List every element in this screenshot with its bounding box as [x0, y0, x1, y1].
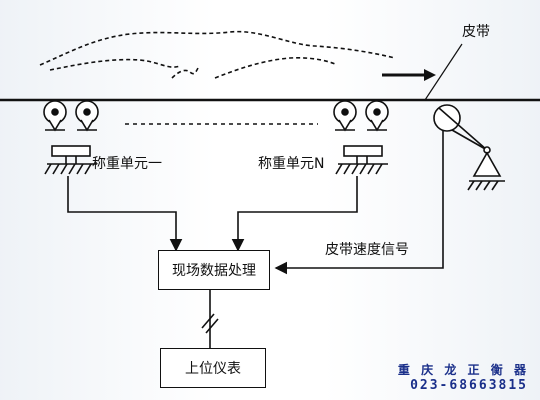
belt-direction-arrow	[382, 69, 436, 81]
idler-group-n	[333, 100, 389, 132]
unit-n-signal-line	[231, 176, 358, 252]
belt-leader-line	[424, 43, 463, 101]
onsite-data-processing-label: 现场数据处理	[172, 263, 256, 279]
material-flow-lines	[39, 30, 396, 79]
load-cell-1	[44, 145, 97, 175]
speed-sensor	[433, 104, 505, 191]
watermark-company: 重 庆 龙 正 衡 器	[397, 363, 528, 377]
unit-1-signal-line	[67, 176, 183, 252]
comm-break-mark	[201, 313, 219, 334]
host-instrument-box: 上位仪表	[160, 348, 266, 388]
belt-speed-signal-label: 皮带速度信号	[325, 242, 409, 258]
watermark-phone: 023-68663815	[410, 378, 528, 393]
load-cell-n	[335, 145, 388, 175]
belt-label: 皮带	[462, 24, 490, 40]
idler-group-1	[43, 100, 99, 132]
onsite-data-processing-box: 现场数据处理	[158, 250, 270, 290]
weighing-unit-n-label: 称重单元N	[258, 156, 325, 172]
speed-signal-line	[274, 131, 444, 275]
weighing-unit-1-label: 称重单元一	[92, 156, 162, 172]
host-instrument-label: 上位仪表	[185, 361, 241, 377]
